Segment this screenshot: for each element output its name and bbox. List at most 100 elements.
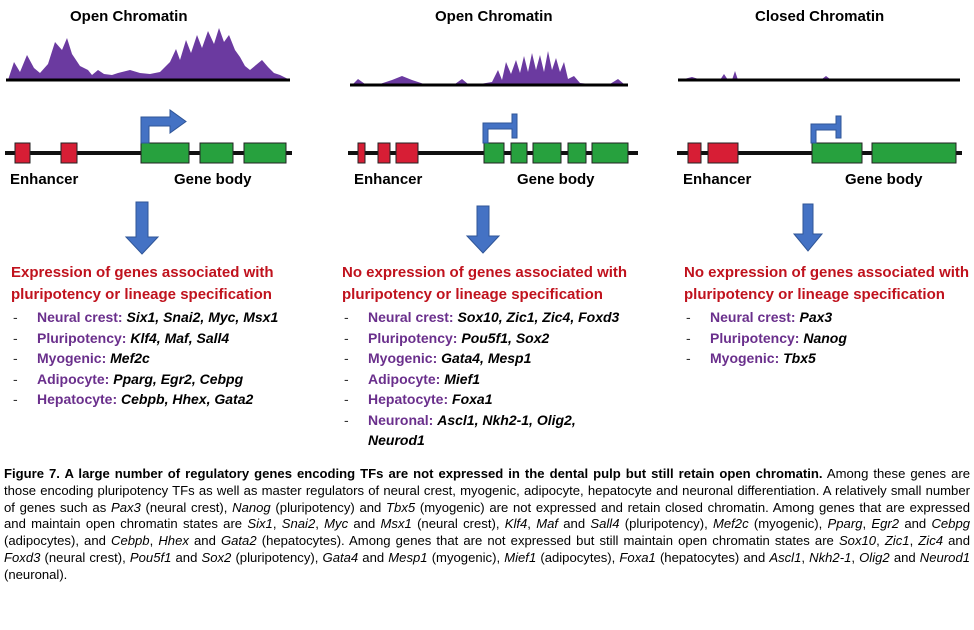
caption-gene-name: Hhex [158,533,189,549]
caption-text: (hepatocytes). Among genes that are not … [256,533,839,549]
exon-box [243,142,287,164]
caption-gene-name: Snai2 [281,516,316,532]
caption-gene-name: Klf4 [504,516,528,532]
bullet-dash: - [13,350,18,366]
exon-box [510,142,528,164]
tss-blocked-arrow [482,113,518,144]
gene-names: Sox10, Zic1, Zic4, Foxd3 [457,309,620,325]
panel-closed-chromatin: Closed Chromatin Enhancer Gene body No e… [672,0,974,460]
caption-gene-name: Mief1 [504,549,537,565]
caption-gene-name: Tbx5 [386,499,416,515]
caption-text: (neural crest), [140,499,233,515]
expression-headline: No expression of genes associated with p… [684,264,970,303]
gene-names: Ascl1, Nkh2-1, Olig2, Neurod1 [368,411,576,449]
caption-gene-name: Cebpg [931,516,971,532]
exon-box [591,142,629,164]
exon-box [811,142,863,164]
caption-gene-name: Mef2c [712,516,749,532]
gene-list: -Neural crest: Pax3-Pluripotency: Nanog-… [684,307,964,369]
lineage-category: Myogenic: [37,350,107,366]
exon-box [483,142,505,164]
gene-list-item: -Pluripotency: Nanog [684,328,964,349]
tss-arrow [140,109,187,144]
exon-box [532,142,562,164]
caption-text: (pluripotency), [619,516,713,532]
caption-text: (hepatocytes) and [655,549,770,565]
bullet-dash: - [344,411,349,428]
enhancer-box [377,142,391,164]
lineage-category: Myogenic: [368,350,438,366]
gene-names: Pou5f1, Sox2 [461,329,550,346]
caption-text: (myogenic) are not expressed and retain … [4,499,970,532]
caption-gene-name: Zic1 [884,533,910,549]
exon-box [871,142,957,164]
caption-text: (myogenic), [427,549,505,565]
lineage-category: Pluripotency: [37,329,127,346]
gene-list-item: -Pluripotency: Klf4, Maf, Sall4 [11,328,301,349]
panel-title: Open Chromatin [70,8,188,25]
gene-names: Tbx5 [783,350,816,366]
lineage-category: Adipocyte: [368,370,441,387]
caption-gene-name: Nanog [232,499,271,515]
enhancer-label: Enhancer [683,171,752,188]
enhancer-label: Enhancer [10,171,79,188]
enhancer-label: Enhancer [354,171,423,188]
bullet-dash: - [686,329,691,346]
exon-box [199,142,234,164]
panel-title: Open Chromatin [435,8,553,25]
gene-names: Mief1 [444,370,481,387]
lineage-category: Myogenic: [710,350,780,366]
caption-body: Among these genes are those encoding plu… [4,466,970,582]
tss-blocked-arrow [810,115,842,144]
bullet-dash: - [13,309,18,325]
accessibility-peaks [352,51,624,85]
gene-body-label: Gene body [845,171,923,188]
caption-gene-name: Olig2 [859,549,890,565]
enhancer-box [707,142,739,164]
chromatin-diagram-1 [5,28,292,255]
caption-gene-name: Pparg [827,516,863,532]
bullet-dash: - [13,370,18,387]
caption-text: (pluripotency) and [270,499,387,515]
caption-text: and [358,549,389,565]
lineage-category: Neural crest: [710,309,796,325]
lineage-category: Neuronal: [368,411,434,428]
caption-gene-name: Neurod1 [919,549,971,565]
caption-text: and [188,533,221,549]
caption-text: , [862,516,872,532]
lineage-category: Pluripotency: [710,329,800,346]
caption-gene-name: Pou5f1 [129,549,172,565]
caption-text: and [558,516,591,532]
bullet-dash: - [344,370,349,387]
gene-body-label: Gene body [174,171,252,188]
gene-list: -Neural crest: Six1, Snai2, Myc, Msx1-Pl… [11,307,301,410]
caption-gene-name: Six1 [247,516,273,532]
gene-names: Foxa1 [452,391,493,407]
panel-title: Closed Chromatin [755,8,885,25]
caption-text: , [801,549,810,565]
accessibility-peaks [680,71,908,80]
gene-list-item: - Adipocyte: Mief1 [342,369,632,390]
gene-list-item: -Neural crest: Sox10, Zic1, Zic4, Foxd3 [342,307,632,328]
caption-text: (neural crest), [411,516,505,532]
caption-gene-name: Gata2 [220,533,257,549]
caption-gene-name: Foxd3 [4,549,41,565]
caption-text: , [272,516,282,532]
caption-text: (neural crest), [40,549,130,565]
caption-text: and [348,516,381,532]
gene-names: Mef2c [110,350,150,366]
caption-gene-name: Mesp1 [388,549,428,565]
caption-gene-name: Sox10 [838,533,877,549]
gene-list-item: - Neuronal: Ascl1, Nkh2-1, Olig2, Neurod1 [342,410,632,451]
caption-gene-name: Maf [536,516,559,532]
down-arrow [792,203,824,252]
expression-headline: No expression of genes associated with p… [342,264,628,303]
enhancer-box [14,142,31,164]
caption-text: and [889,549,920,565]
caption-gene-name: Ascl1 [769,549,802,565]
caption-gene-name: Foxa1 [619,549,656,565]
enhancer-box [60,142,78,164]
caption-text: and [899,516,932,532]
panel-open-chromatin-not-expressed: Open Chromatin Enhancer Gene body No exp… [340,0,670,460]
gene-names: Six1, Snai2, Myc, Msx1 [126,309,279,325]
